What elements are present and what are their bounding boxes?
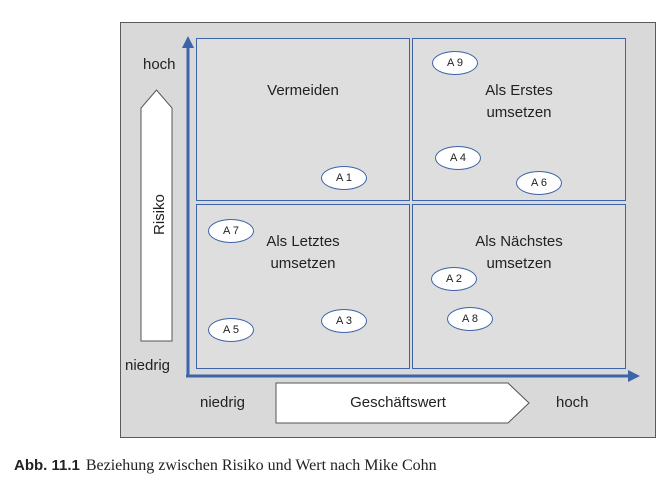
y-axis-high-label: hoch	[143, 56, 176, 73]
item-a5: A 5	[208, 318, 254, 342]
quadrant-label-line: umsetzen	[486, 255, 552, 272]
y-axis-arrow-shape	[140, 89, 173, 342]
quadrant-label-line: umsetzen	[270, 255, 336, 272]
x-axis-title: Geschäftswert	[350, 394, 446, 411]
y-axis-low-label: niedrig	[125, 357, 171, 374]
quadrant-label-top-right: Als Erstes umsetzen	[414, 80, 624, 124]
item-a9: A 9	[432, 51, 478, 75]
quadrant-label-bottom-left: Als Letztes umsetzen	[198, 231, 408, 275]
item-a6: A 6	[516, 171, 562, 195]
item-a1: A 1	[321, 166, 367, 190]
quadrant-label-top-left: Vermeiden	[198, 80, 408, 102]
x-axis-low-label: niedrig	[200, 394, 246, 411]
item-a7: A 7	[208, 219, 254, 243]
item-a2: A 2	[431, 267, 477, 291]
y-axis-title: Risiko	[151, 194, 168, 235]
y-axis-arrowhead	[182, 36, 194, 48]
x-axis-arrowhead	[628, 370, 640, 382]
caption-text: Beziehung zwischen Risiko und Wert nach …	[85, 457, 437, 474]
quadrant-label-line: Vermeiden	[267, 82, 339, 99]
x-axis-arrow-shape	[275, 382, 530, 424]
quadrant-top-left	[196, 38, 410, 201]
quadrant-label-line: Als Letztes	[266, 233, 340, 250]
figure-caption: Abb. 11.1 Beziehung zwischen Risiko und W…	[14, 457, 437, 475]
quadrant-label-line: Als Nächstes	[475, 233, 563, 250]
caption-label: Abb. 11.1	[14, 457, 80, 474]
item-a3: A 3	[321, 309, 367, 333]
quadrant-label-bottom-right: Als Nächstes umsetzen	[414, 231, 624, 275]
item-a4: A 4	[435, 146, 481, 170]
item-a8: A 8	[447, 307, 493, 331]
x-axis-high-label: hoch	[556, 394, 589, 411]
quadrant-label-line: Als Erstes	[485, 82, 553, 99]
quadrant-label-line: umsetzen	[486, 104, 552, 121]
